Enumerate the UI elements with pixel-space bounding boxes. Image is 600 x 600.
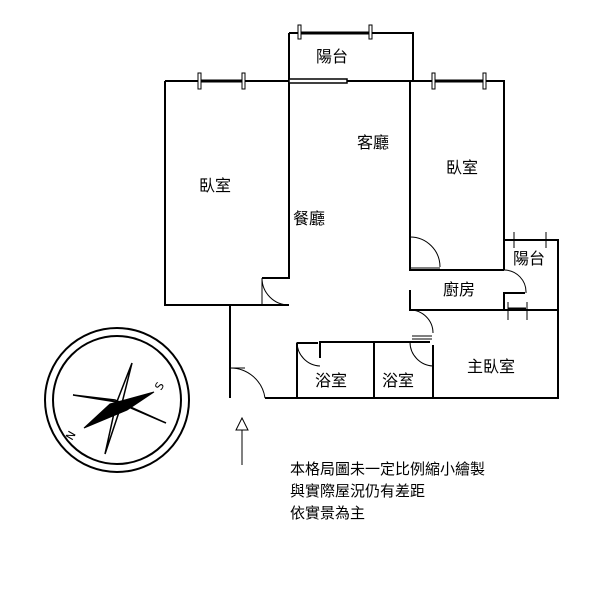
windows — [197, 24, 547, 320]
dining-room-label: 餐廳 — [293, 209, 325, 228]
master-bedroom-label: 主臥室 — [467, 357, 515, 376]
balcony-top-label: 陽台 — [316, 47, 348, 66]
compass-north-label: N — [63, 429, 78, 443]
walls — [164, 32, 559, 399]
compass-south-label: S — [152, 380, 167, 393]
compass-icon: S N — [44, 327, 190, 473]
bathroom-2-label: 浴室 — [382, 371, 414, 390]
kitchen-label: 廚房 — [443, 280, 475, 299]
disclaimer-line-3: 依實景為主 — [290, 504, 366, 522]
entrance-arrow-icon — [235, 416, 249, 465]
doors — [229, 236, 527, 399]
disclaimer-line-2: 與實際屋況仍有差距 — [290, 482, 426, 500]
room-labels: 陽台 客廳 臥室 臥室 餐廳 陽台 廚房 浴室 浴室 主臥室 — [199, 47, 545, 390]
bedroom-left-label: 臥室 — [199, 176, 231, 195]
balcony-small-label: 陽台 — [513, 249, 545, 268]
bedroom-right-label: 臥室 — [446, 158, 478, 177]
bathroom-1-label: 浴室 — [315, 371, 347, 390]
disclaimer-line-1: 本格局圖未一定比例縮小繪製 — [290, 460, 486, 478]
living-room-label: 客廳 — [357, 133, 389, 152]
